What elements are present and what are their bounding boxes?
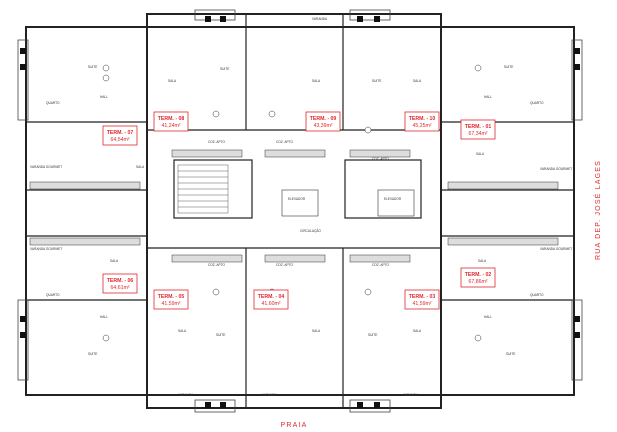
room-label-sala: SALA <box>413 329 422 333</box>
room-label-coz-apto: COZ. APTO <box>276 140 293 144</box>
room-label-hall: HALL <box>100 315 108 319</box>
room-label-suite: SUITE <box>368 333 377 337</box>
room-label-varanda-gourmet: VARANDA GOURMET <box>540 247 572 251</box>
room-label-sala: SALA <box>110 259 119 263</box>
room-label-varanda-gourmet: VARANDA GOURMET <box>540 167 572 171</box>
unit-06-term: TERM. - 06 <box>107 278 134 284</box>
room-label-coz-apto: COZ. APTO <box>372 263 389 267</box>
room-label-varanda-gourmet: VARANDA GOURMET <box>30 247 62 251</box>
room-label-coz-apto: COZ. APTO <box>372 157 389 161</box>
building-walls <box>25 13 575 409</box>
unit-03-term: TERM. - 03 <box>409 294 436 300</box>
room-label-suite: SUITE <box>504 65 513 69</box>
room-labels: SUITE SUITE SUITE SUITE SUITE SUITE SUIT… <box>30 17 572 397</box>
unit-tags <box>102 111 496 310</box>
room-label-suite: SUITE <box>506 352 515 356</box>
room-label-suite: SUITE <box>88 65 97 69</box>
unit-09-area: 43,39m² <box>313 123 332 129</box>
unit-04-term: TERM. - 04 <box>258 294 285 300</box>
unit-tag-texts: TERM. - 08 41,24m² TERM. - 09 43,39m² TE… <box>107 116 492 307</box>
room-label-sala: SALA <box>312 79 321 83</box>
room-label-suite: SUITE <box>216 333 225 337</box>
stair <box>177 164 229 214</box>
wc-fixtures <box>102 64 482 342</box>
room-label-suite: SUITE <box>372 79 381 83</box>
balconies <box>17 9 583 413</box>
room-label-suite: SUITE <box>220 67 229 71</box>
street-label-bottom: PRAIA <box>280 422 307 429</box>
unit-04-area: 41,60m² <box>261 301 280 307</box>
street-label-right: RUA DEP. JOSÉ LAGES <box>593 160 602 260</box>
unit-08-area: 41,24m² <box>161 123 180 129</box>
room-label-coz-apto: COZ. APTO <box>276 263 293 267</box>
room-label-hall: HALL <box>484 95 492 99</box>
unit-09-term: TERM. - 09 <box>310 116 337 122</box>
room-label-varanda: VARANDA <box>178 393 194 397</box>
room-label-circulacao: CIRCULAÇÃO <box>300 228 321 233</box>
room-label-hall: HALL <box>100 95 108 99</box>
room-label-varanda: VARANDA <box>403 393 419 397</box>
room-label-sala: SALA <box>413 79 422 83</box>
room-label-varanda: VARANDA <box>262 393 278 397</box>
unit-07-area: 64,54m² <box>110 137 129 143</box>
room-label-sala: SALA <box>178 329 187 333</box>
unit-10-term: TERM. - 10 <box>409 116 436 122</box>
room-label-quarto: QUARTO <box>530 101 544 105</box>
unit-02-term: TERM. - 02 <box>465 272 492 278</box>
room-label-sala: SALA <box>476 152 485 156</box>
unit-03-area: 41,59m² <box>412 301 431 307</box>
room-label-coz-apto: COZ. APTO <box>208 140 225 144</box>
room-label-sala: SALA <box>478 259 487 263</box>
unit-06-area: 64,61m² <box>110 285 129 291</box>
room-label-elevador: ELEVADOR <box>384 197 402 201</box>
unit-01-area: 67,34m² <box>468 131 487 137</box>
room-label-sala: SALA <box>168 79 177 83</box>
unit-07-term: TERM. - 07 <box>107 130 134 136</box>
unit-08-term: TERM. - 08 <box>158 116 185 122</box>
unit-02-area: 67,86m² <box>468 279 487 285</box>
room-label-sala: SALA <box>136 165 145 169</box>
room-label-sala: SALA <box>312 329 321 333</box>
kitchen-counters <box>29 149 559 263</box>
elevators <box>281 189 415 217</box>
unit-01-term: TERM. - 01 <box>465 124 492 130</box>
room-label-coz-apto: COZ. APTO <box>208 263 225 267</box>
room-label-quarto: QUARTO <box>46 101 60 105</box>
unit-05-term: TERM. - 05 <box>158 294 185 300</box>
room-label-quarto: QUARTO <box>46 293 60 297</box>
room-label-varanda: VARANDA <box>312 17 328 21</box>
unit-05-area: 41,59m² <box>161 301 180 307</box>
interior-walls <box>26 14 574 408</box>
columns <box>20 16 580 408</box>
room-label-elevador: ELEVADOR <box>288 197 306 201</box>
room-label-quarto: QUARTO <box>530 293 544 297</box>
room-label-hall: HALL <box>484 315 492 319</box>
unit-10-area: 45,25m² <box>412 123 431 129</box>
room-label-suite: SUITE <box>88 352 97 356</box>
room-label-varanda-gourmet: VARANDA GOURMET <box>30 165 62 169</box>
